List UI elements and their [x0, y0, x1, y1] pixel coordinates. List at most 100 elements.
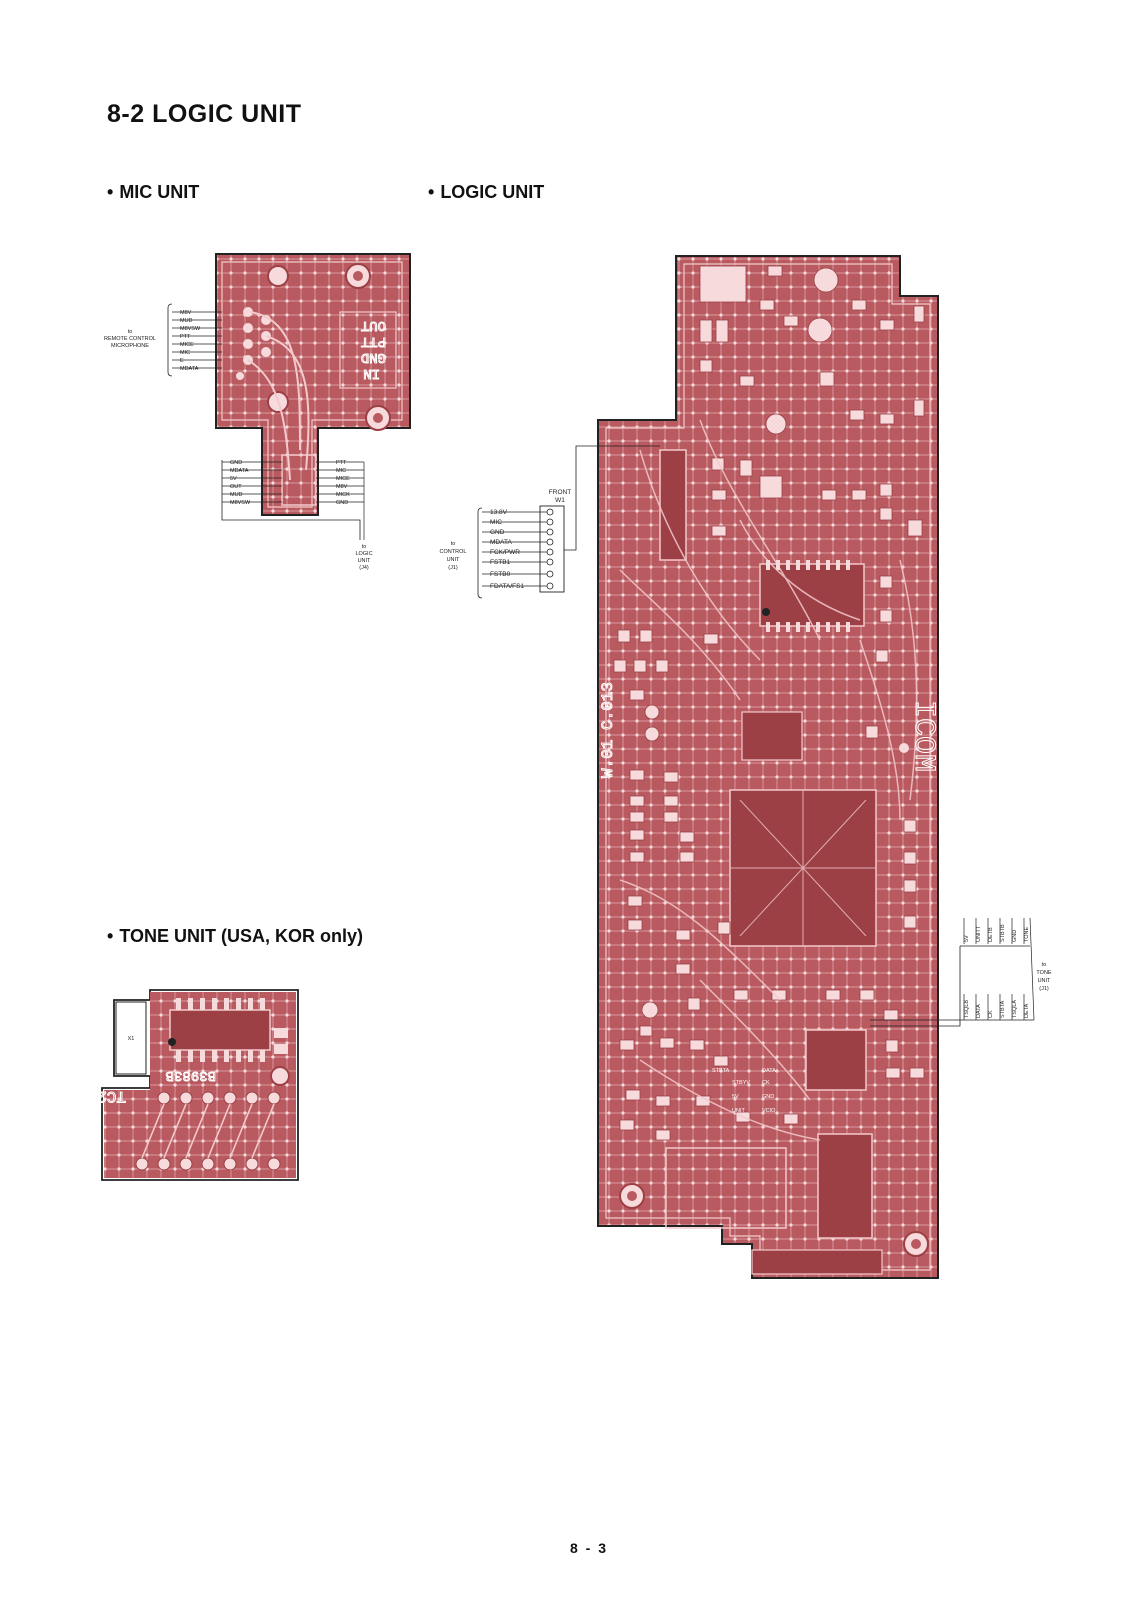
board-mark-b3983b: B3983B	[166, 1067, 216, 1083]
tone-unit-heading: •TONE UNIT (USA, KOR only)	[107, 926, 363, 946]
mic-bottom-pin: MUD	[230, 492, 243, 498]
trimmer-pot	[270, 1066, 290, 1086]
front-pin: FSTB1	[490, 559, 511, 566]
ic-chip	[817, 1133, 873, 1239]
front-pin: FSTB0	[490, 571, 511, 578]
mic-bottom-dest: to	[362, 544, 367, 550]
mic-pin-label: MIC	[180, 350, 190, 356]
mic-bottom-pin: MICE	[336, 476, 350, 482]
mic-bottom-pin: MDATA	[230, 468, 249, 474]
logic-unit-heading-text: LOGIC UNIT	[440, 182, 545, 202]
mic-bottom-pin: OUT	[230, 484, 242, 490]
mic-dest-label: REMOTE CONTROL	[104, 336, 156, 342]
mic-pin-label: E	[180, 358, 184, 364]
mic-bottom-pin: GND	[230, 460, 242, 466]
w1-connector	[539, 505, 565, 593]
inline-label: 5V	[732, 1094, 739, 1100]
mic-pin-label: MDATA	[180, 366, 199, 372]
tone-pin-top: STBTB	[1000, 924, 1006, 942]
tone-dest: UNIT	[1038, 978, 1051, 984]
inline-label: DATA	[762, 1068, 776, 1074]
inline-label: GND	[762, 1094, 774, 1100]
mic-dest-label: MICROPHONE	[111, 343, 149, 349]
pin-header-rows	[766, 560, 850, 632]
board-mark-out: OUT	[361, 317, 386, 333]
mic-unit-heading-text: MIC UNIT	[119, 182, 200, 202]
page-number: 8 - 3	[570, 1540, 609, 1556]
tone-unit-board: X1 B3983B TC2	[97, 989, 299, 1181]
mic-bottom-pin: MICK	[336, 492, 350, 498]
board-mark-ptt: PTT	[361, 333, 386, 349]
mic-pin-label: M8V	[180, 310, 192, 316]
mic-left-pin-callouts: M8V MUD M8VSW PTT MICE MIC E MDATA to RE…	[104, 303, 222, 377]
tone-connector-callout: 5V UNITT DETB STBTB GND TONE TSQLB DATA …	[870, 917, 1052, 1027]
mic-bottom-pin-callouts: GND MDATA 5V OUT MUD M8VSW PTT MIC MICE …	[221, 460, 373, 571]
inline-label: STBYV	[732, 1080, 750, 1086]
front-pin: MIC	[490, 519, 502, 526]
mic-pin-label: MUD	[180, 318, 193, 324]
tone-dest: to	[1042, 962, 1047, 968]
mic-bottom-pin: M8V	[336, 484, 348, 490]
front-pin: 13.8V	[490, 509, 508, 516]
mic-pin-label: MICE	[180, 342, 194, 348]
front-dest: CONTROL	[440, 549, 467, 555]
mic-unit-heading: •MIC UNIT	[107, 182, 200, 202]
logic-unit-heading: •LOGIC UNIT	[428, 182, 545, 202]
front-ref: W1	[555, 497, 565, 504]
tone-pin-bottom: DETA	[1024, 1003, 1030, 1018]
mic-bottom-dest: UNIT	[358, 558, 371, 564]
front-pin: GND	[490, 529, 505, 536]
board-mark-icom: ICOM	[906, 700, 940, 772]
tone-unit-heading-text: TONE UNIT (USA, KOR only)	[119, 926, 363, 946]
mic-dest-label: to	[128, 329, 133, 335]
board-mark-gnd: GND	[361, 349, 386, 365]
mic-bottom-pin: M8VSW	[230, 500, 251, 506]
tone-pin-top: TONE	[1024, 926, 1030, 942]
tone-pin-top: GND	[1012, 930, 1018, 942]
tone-edge-pads	[135, 1091, 281, 1171]
front-pin: FCK/PWR	[490, 549, 520, 556]
crystal-x1	[115, 1001, 147, 1075]
mic-bottom-dest: (J4)	[359, 565, 369, 571]
tone-pin-bottom: TSQLB	[964, 1000, 970, 1018]
tone-pin-bottom: CK	[988, 1010, 994, 1018]
front-connector-callout: FRONT W1 13.8V MIC GND MDATA FCK/PWR FST…	[440, 445, 660, 599]
inline-label: VCIO	[762, 1108, 776, 1114]
tone-pin-bottom: DATA	[976, 1004, 982, 1018]
component-ref-x1: X1	[128, 1036, 135, 1042]
inline-label: CK	[762, 1080, 770, 1086]
mic-bottom-pin: GND	[336, 500, 348, 506]
front-pin: FDATA/FS1	[490, 583, 524, 590]
tone-ic	[169, 1009, 271, 1051]
page-title: 8-2 LOGIC UNIT	[107, 100, 302, 128]
logic-unit-board: ICOM W.01 C.013 STBTA DATA STBYV CK 5V G…	[597, 255, 941, 1279]
board-mark-part-no: W.01 C.013	[599, 682, 617, 778]
front-label: FRONT	[549, 489, 571, 496]
tone-pin-top: UNITT	[976, 925, 982, 942]
tone-pin-top: DETB	[988, 927, 994, 942]
tone-pin-bottom: STBTA	[1000, 1000, 1006, 1018]
ic-chip	[759, 563, 865, 627]
mic-bottom-pin: MIC	[336, 468, 346, 474]
inline-label: STBTA	[712, 1068, 730, 1074]
mic-bottom-pin: PTT	[336, 460, 347, 466]
front-dest: to	[451, 541, 456, 547]
board-mark-in: IN	[363, 365, 380, 381]
mic-pin-label: PTT	[180, 334, 191, 340]
ic-chip	[805, 1029, 867, 1091]
board-mark-tc2: TC2	[97, 1087, 126, 1105]
connector-strip	[659, 449, 687, 561]
tone-pin-top: 5V	[964, 935, 970, 942]
tone-dest: TONE	[1036, 970, 1052, 976]
tone-dest: (J1)	[1039, 986, 1049, 992]
front-pin: MDATA	[490, 539, 512, 546]
mic-pin-label: M8VSW	[180, 326, 201, 332]
mic-bottom-dest: LOGIC	[355, 551, 372, 557]
mic-bottom-pin: 5V	[230, 476, 237, 482]
front-dest: (J1)	[448, 565, 458, 571]
tone-pin-bottom: TSQLA	[1012, 1000, 1018, 1018]
smd-components	[613, 265, 925, 1141]
inline-label: UNIT	[732, 1108, 745, 1114]
front-dest: UNIT	[447, 557, 460, 563]
